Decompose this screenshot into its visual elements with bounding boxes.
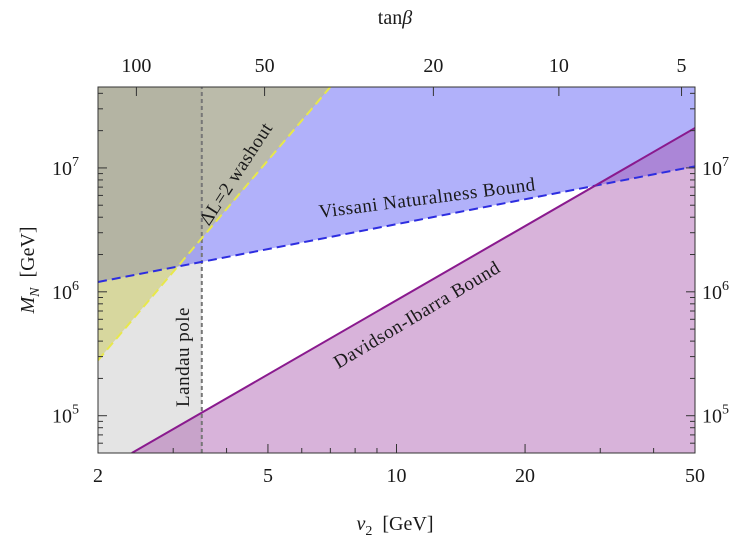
y-axis-title: MN[GeV] — [17, 226, 43, 314]
top-tick-label: 100 — [121, 55, 151, 77]
top-tick-label: 5 — [677, 55, 687, 77]
x-tick-label: 10 — [387, 465, 407, 487]
davidson-ibarra-line — [131, 127, 695, 453]
landau-pole-label: Landau pole — [173, 307, 194, 407]
y-tick-label-left: 107 — [52, 155, 79, 180]
x-axis-title: v2[GeV] — [357, 513, 434, 539]
x-tick-labels: 2 5 10 20 50 — [93, 465, 705, 487]
x-tick-label: 2 — [93, 465, 103, 487]
top-tick-label: 10 — [549, 55, 569, 77]
y-tick-label-right: 107 — [702, 155, 729, 180]
y-tick-label-left: 105 — [52, 403, 79, 428]
washout-line — [98, 87, 332, 361]
y-tick-label-left: 106 — [52, 279, 79, 304]
y-tick-label-right: 106 — [702, 279, 729, 304]
x-tick-label: 50 — [685, 465, 705, 487]
y-tick-label-right: 105 — [702, 403, 729, 428]
x-tick-label: 5 — [263, 465, 273, 487]
regions-layer — [98, 87, 695, 453]
ticks-layer — [97, 87, 696, 454]
vissani-naturalness-region — [98, 87, 695, 283]
top-axis-title: tanβ — [378, 7, 412, 29]
top-tick-label: 50 — [255, 55, 275, 77]
top-tick-label: 20 — [423, 55, 443, 77]
y-tick-labels: 105 105 106 106 107 107 — [52, 155, 729, 428]
x-tick-label: 20 — [515, 465, 535, 487]
top-tick-labels: 100 50 20 10 5 — [121, 55, 686, 77]
